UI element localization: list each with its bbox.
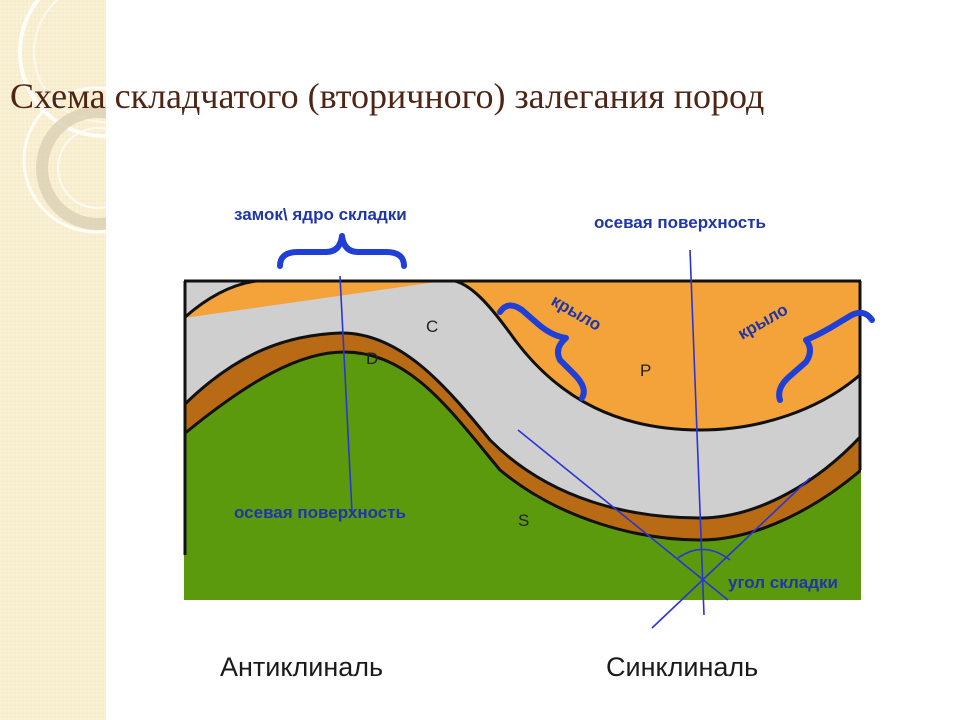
decorative-side-panel	[0, 0, 106, 720]
layer-boundary-d-s	[184, 350, 861, 542]
decorative-rings	[18, 0, 106, 234]
label-layer-p: P	[640, 361, 651, 380]
core-brace-icon	[277, 233, 407, 269]
layer-boundary-c-d	[184, 331, 861, 520]
limb-brace-left-icon	[497, 302, 587, 401]
label-fold-angle: угол складки	[728, 573, 838, 592]
axial-surface-line-anticline	[339, 275, 353, 513]
axial-surface-line-syncline	[689, 249, 705, 616]
fold-angle-arc	[677, 548, 731, 561]
label-layer-s: S	[518, 511, 529, 530]
limb-tangent-right	[651, 477, 811, 629]
rock-layers	[184, 280, 861, 600]
limb-brace-right-icon	[776, 309, 875, 403]
label-layer-d: D	[366, 349, 378, 368]
limb-tangent-left	[517, 429, 729, 601]
label-core: замок\ ядро складки	[234, 205, 407, 224]
label-anticline: Антиклиналь	[220, 652, 383, 682]
slide-title: Схема складчатого (вторичного) залегания…	[10, 76, 765, 116]
layer-p-orange	[184, 280, 861, 430]
label-axial-surface-top: осевая поверхность	[594, 213, 766, 232]
label-axial-surface-left: осевая поверхность	[234, 503, 406, 522]
label-syncline: Синклиналь	[606, 652, 758, 682]
label-layer-c: C	[426, 317, 438, 336]
